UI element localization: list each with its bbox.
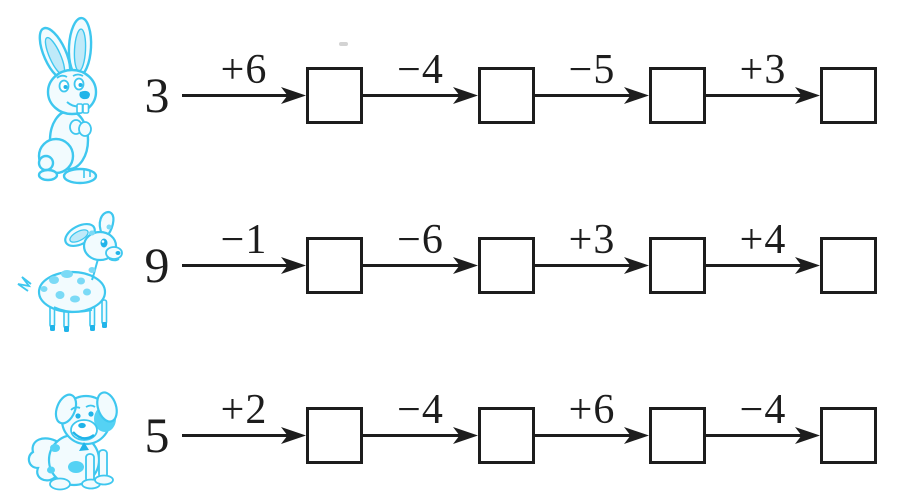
dog-icon xyxy=(24,378,142,496)
operation-label: −4 xyxy=(397,387,444,433)
operation-label: −5 xyxy=(568,47,616,93)
arrow-shaft xyxy=(706,94,804,97)
operation-label: +3 xyxy=(739,47,787,93)
operation-label: +6 xyxy=(568,387,616,433)
answer-box[interactable] xyxy=(649,67,706,124)
operation-arrow: +3 xyxy=(706,49,820,125)
arrow-shaft xyxy=(535,264,633,267)
answer-box[interactable] xyxy=(820,237,877,294)
arrow-shaft xyxy=(182,434,290,437)
answer-box[interactable] xyxy=(478,67,535,124)
answer-box[interactable] xyxy=(649,407,706,464)
operation-arrow: −4 xyxy=(706,389,820,465)
arrow-shaft xyxy=(535,434,633,437)
arrow-shaft xyxy=(706,434,804,437)
answer-box[interactable] xyxy=(649,237,706,294)
operation-arrow: −1 xyxy=(182,219,306,295)
operation-arrow: +3 xyxy=(535,219,649,295)
answer-box[interactable] xyxy=(306,67,363,124)
answer-box[interactable] xyxy=(478,237,535,294)
operation-label: +2 xyxy=(220,387,268,433)
operation-arrow: −5 xyxy=(535,49,649,125)
operation-arrow: −6 xyxy=(363,219,478,295)
number-chain-row-dog: 5 +2 −4 +6 −4 xyxy=(0,389,905,465)
operation-label: −1 xyxy=(220,217,268,263)
arrow-shaft xyxy=(363,94,462,97)
operation-arrow: +6 xyxy=(535,389,649,465)
rabbit-icon xyxy=(22,14,122,186)
answer-box[interactable] xyxy=(478,407,535,464)
start-number: 5 xyxy=(144,407,170,463)
operation-label: +3 xyxy=(568,217,616,263)
operation-label: +6 xyxy=(220,47,268,93)
operation-arrow: −4 xyxy=(363,389,478,465)
operation-arrow: −4 xyxy=(363,49,478,125)
arrow-shaft xyxy=(182,94,290,97)
arrow-shaft xyxy=(535,94,633,97)
answer-box[interactable] xyxy=(820,407,877,464)
operation-label: −6 xyxy=(397,217,444,263)
answer-box[interactable] xyxy=(820,67,877,124)
operation-label: −4 xyxy=(397,47,444,93)
operation-label: +4 xyxy=(739,217,787,263)
start-number: 9 xyxy=(144,237,170,293)
operation-arrow: +4 xyxy=(706,219,820,295)
operation-arrow: +6 xyxy=(182,49,306,125)
arrow-shaft xyxy=(706,264,804,267)
answer-box[interactable] xyxy=(306,407,363,464)
number-chain-row-rabbit: 3 +6 −4 −5 +3 xyxy=(0,49,905,125)
deer-icon xyxy=(14,208,136,334)
operation-label: −4 xyxy=(739,387,787,433)
arrow-shaft xyxy=(363,434,462,437)
scan-speck xyxy=(339,42,348,46)
operation-arrow: +2 xyxy=(182,389,306,465)
answer-box[interactable] xyxy=(306,237,363,294)
arrow-shaft xyxy=(182,264,290,267)
arrow-shaft xyxy=(363,264,462,267)
number-chain-row-deer: 9 −1 −6 +3 +4 xyxy=(0,219,905,295)
start-number: 3 xyxy=(144,67,170,123)
